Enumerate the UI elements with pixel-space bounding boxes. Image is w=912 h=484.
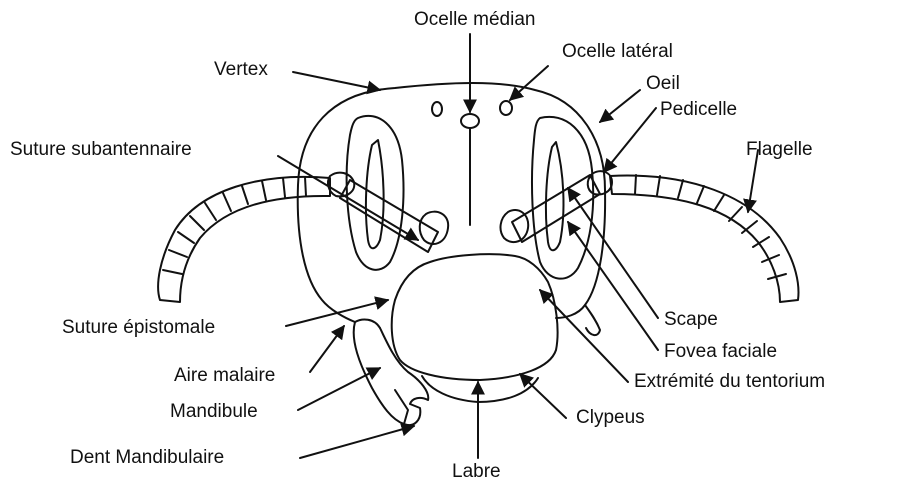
label-clypeus: Clypeus bbox=[576, 408, 645, 427]
label-pedicelle: Pedicelle bbox=[660, 100, 737, 119]
leader-vertex bbox=[293, 72, 380, 90]
leader-suture-subantennaire bbox=[278, 156, 418, 240]
leader-aire-malaire bbox=[310, 326, 344, 372]
leader-dent-mandibulaire bbox=[300, 426, 414, 458]
label-mandibule: Mandibule bbox=[170, 402, 258, 421]
label-aire-malaire: Aire malaire bbox=[174, 366, 275, 385]
label-suture-subantennaire: Suture subantennaire bbox=[10, 140, 192, 159]
leader-suture-epistomale bbox=[286, 300, 388, 326]
leader-fovea-faciale bbox=[568, 222, 658, 350]
leader-ocelle-lateral bbox=[510, 66, 548, 100]
label-ocelle-median: Ocelle médian bbox=[414, 10, 535, 29]
label-fovea-faciale: Fovea faciale bbox=[664, 342, 777, 361]
leader-mandibule bbox=[298, 368, 380, 410]
label-suture-epistomale: Suture épistomale bbox=[62, 318, 215, 337]
leader-scape bbox=[568, 188, 658, 318]
label-dent-mandibulaire: Dent Mandibulaire bbox=[70, 448, 224, 467]
label-labre: Labre bbox=[452, 462, 501, 481]
label-scape: Scape bbox=[664, 310, 718, 329]
label-vertex: Vertex bbox=[214, 60, 268, 79]
leader-oeil bbox=[600, 90, 640, 122]
leader-clypeus bbox=[520, 374, 566, 418]
label-extremite-tentorium: Extrémité du tentorium bbox=[634, 372, 825, 391]
label-ocelle-lateral: Ocelle latéral bbox=[562, 42, 673, 61]
label-flagelle: Flagelle bbox=[746, 140, 813, 159]
leader-pedicelle bbox=[604, 108, 656, 172]
label-oeil: Oeil bbox=[646, 74, 680, 93]
leader-extremite-tentorium bbox=[540, 290, 628, 382]
